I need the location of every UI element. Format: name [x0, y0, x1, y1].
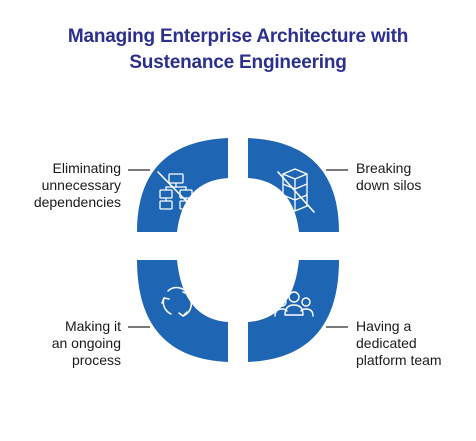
label-line: process: [71, 352, 121, 368]
label-line: unnecessary: [41, 177, 121, 193]
title-line-2: Sustenance Engineering: [129, 52, 347, 73]
segment-shape-top-right: [248, 138, 339, 232]
team-people-icon: [274, 291, 314, 317]
segment-bottom-right: [248, 260, 348, 362]
label-line: Breaking: [356, 160, 412, 176]
label-line: dedicated: [356, 335, 417, 351]
crossed-silos-icon: [277, 168, 315, 213]
segment-top-left: [128, 138, 228, 232]
label-line: down silos: [356, 177, 422, 193]
label-line: dependencies: [33, 194, 121, 210]
segment-bottom-left: [128, 260, 228, 362]
cycle-arrows-icon: [161, 286, 193, 317]
diagram-title: Managing Enterprise Architecture with Su…: [0, 24, 476, 76]
label-bottom-right: Having a dedicated platform team: [356, 318, 442, 369]
label-top-left: Eliminating unnecessary dependencies: [34, 160, 121, 211]
segment-top-right: [248, 138, 348, 232]
label-line: Having a: [356, 318, 412, 334]
segment-shape-bottom-right: [248, 260, 339, 362]
segment-shape-bottom-left: [137, 260, 228, 362]
segment-shape-top-left: [137, 138, 228, 232]
label-line: platform team: [356, 352, 442, 368]
crossed-dependencies-icon: [157, 171, 197, 212]
label-line: Making it: [64, 318, 121, 334]
label-bottom-left: Making it an ongoing process: [52, 318, 121, 369]
label-line: Eliminating: [52, 160, 121, 176]
title-line-1: Managing Enterprise Architecture with: [67, 26, 409, 47]
label-line: an ongoing: [51, 335, 121, 351]
label-top-right: Breaking down silos: [356, 160, 421, 194]
